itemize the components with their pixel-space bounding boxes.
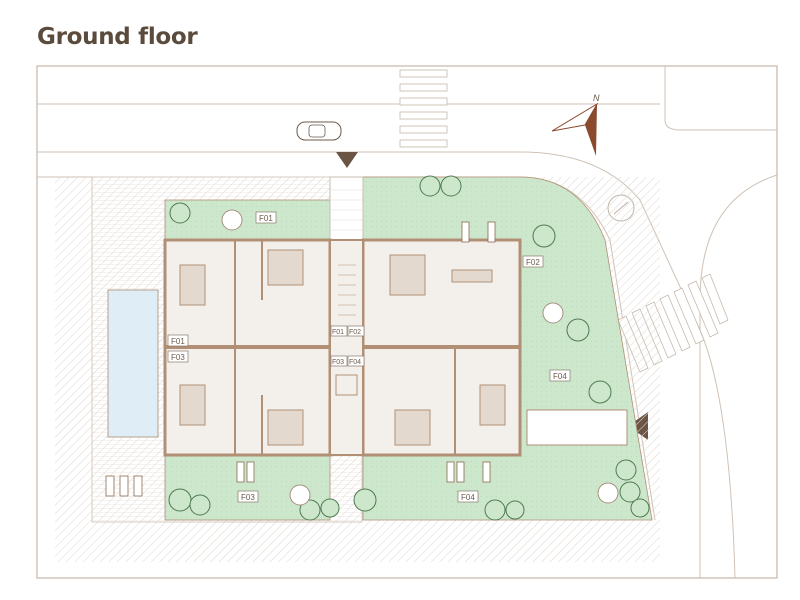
unit-label-core-f04: F04 [347,355,365,367]
svg-text:F04: F04 [461,493,475,502]
lounger-icons [105,221,496,497]
stair-core [329,239,364,456]
north-label: N [593,93,600,103]
crosswalk-top [399,69,448,148]
building-right [361,238,522,457]
unit-label-f03-left: F03 [167,350,189,363]
svg-text:F04: F04 [553,372,567,381]
svg-text:F03: F03 [332,359,344,366]
north-arrow-icon: N [551,93,600,156]
page-title: Ground floor [37,24,198,50]
unit-label-f04-right: F04 [549,369,571,382]
svg-text:F04: F04 [349,359,361,366]
unit-label-core-f01: F01 [330,325,348,337]
svg-text:F01: F01 [171,337,185,346]
unit-label-f01-garden: F01 [255,211,277,224]
unit-label-f02-garden: F02 [522,255,544,268]
unit-label-core-f03: F03 [330,355,348,367]
tree-icons [168,175,650,521]
unit-label-core-f02: F02 [347,325,365,337]
car-icon [296,121,342,141]
unit-label-f03-bottom: F03 [237,490,259,503]
svg-text:F03: F03 [171,353,185,362]
building-left [163,238,332,457]
svg-text:F01: F01 [259,214,273,223]
unit-label-f01-left: F01 [167,334,189,347]
svg-text:F01: F01 [332,329,344,336]
patio-table-icons [221,209,619,506]
drawing-frame [36,65,778,579]
ramp [526,409,628,446]
svg-text:F02: F02 [526,258,540,267]
svg-text:F02: F02 [349,329,361,336]
entrance-arrow-icon [336,152,358,168]
svg-text:F03: F03 [241,493,255,502]
entry-path [329,176,364,243]
unit-label-f04-bottom: F04 [457,490,479,503]
swimming-pool [107,289,159,438]
